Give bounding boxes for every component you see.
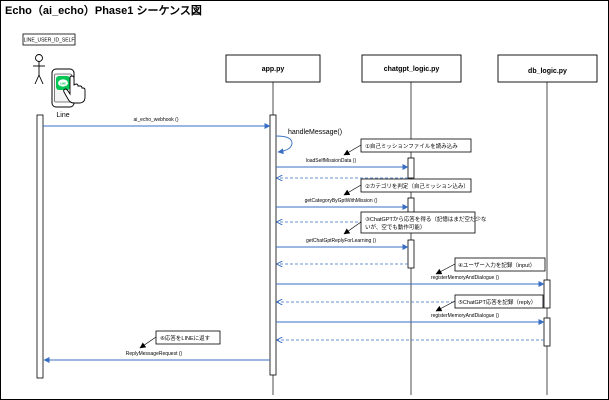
pointing-hand-icon [63, 75, 86, 104]
svg-text:LINE: LINE [60, 81, 66, 85]
note-1: ①自己ミッションファイルを読み込み [343, 138, 472, 156]
participant-db-logic: db_logic.py [497, 54, 598, 83]
note-5-text: ⑤ChatGPT応答を記録（reply） [458, 298, 536, 306]
actor-id-label: LINE_USER_ID_SELF [24, 38, 75, 44]
actor-id-box: LINE_USER_ID_SELF [22, 33, 76, 46]
activation-user [36, 114, 44, 379]
msg-webhook-label: ai_echo_webhook () [133, 117, 178, 123]
note-4: ④ユーザー入力を記録（input） [435, 257, 546, 275]
diagram-title: Echo（ai_echo）Phase1 シーケンス図 [5, 3, 202, 17]
msg-handle-self-arrow [275, 135, 293, 155]
note-1-text: ①自己ミッションファイルを読み込み [365, 142, 458, 150]
user-actor-icon [33, 54, 45, 85]
msg-register-reply-label: registerMemoryAndDialogue () [431, 313, 499, 319]
msg-handle-label: handleMessage() [288, 129, 342, 136]
activation-chatgpt-1 [407, 157, 415, 179]
msg-line-reply-label: ReplyMessageRequest () [126, 351, 183, 357]
note-4-text: ④ユーザー入力を記録（input） [458, 261, 535, 269]
participant-chatgpt-logic: chatgpt_logic.py [361, 54, 462, 83]
msg-load-label: loadSelfMissionData () [306, 158, 357, 164]
participant-chatgpt-logic-label: chatgpt_logic.py [384, 66, 440, 73]
activation-app [269, 114, 277, 376]
note-6-text: ⑥応答をLINEに返す [160, 334, 211, 342]
activation-db-1 [543, 279, 551, 309]
msg-reply-label: getChatGptReplyForLearning () [306, 238, 376, 244]
note-2-text: ②カテゴリを判定（自己ミッション込み） [365, 182, 469, 190]
participant-db-logic-label: db_logic.py [528, 68, 567, 75]
note-3: ③ChatGPTから応答を得る（記憶はまだ空だ少な いが、空でも動作可能） [343, 211, 487, 235]
note-5: ⑤ChatGPT応答を記録（reply） [435, 294, 544, 312]
line-app-label: Line [56, 112, 69, 119]
participant-app-label: app.py [262, 66, 285, 73]
activation-db-2 [543, 317, 551, 347]
note-2: ②カテゴリを判定（自己ミッション込み） [343, 178, 472, 196]
activation-chatgpt-3 [407, 239, 415, 269]
note-3-text-line2: いが、空でも動作可能） [365, 223, 425, 231]
note-6: ⑥応答をLINEに返す [139, 330, 221, 349]
participant-app: app.py [225, 54, 321, 83]
msg-register-input-label: registerMemoryAndDialogue () [431, 275, 499, 281]
note-3-text-line1: ③ChatGPTから応答を得る（記憶はまだ空だ少な [365, 215, 487, 223]
msg-category-label: getCategoryByGptWithMission () [305, 198, 378, 204]
